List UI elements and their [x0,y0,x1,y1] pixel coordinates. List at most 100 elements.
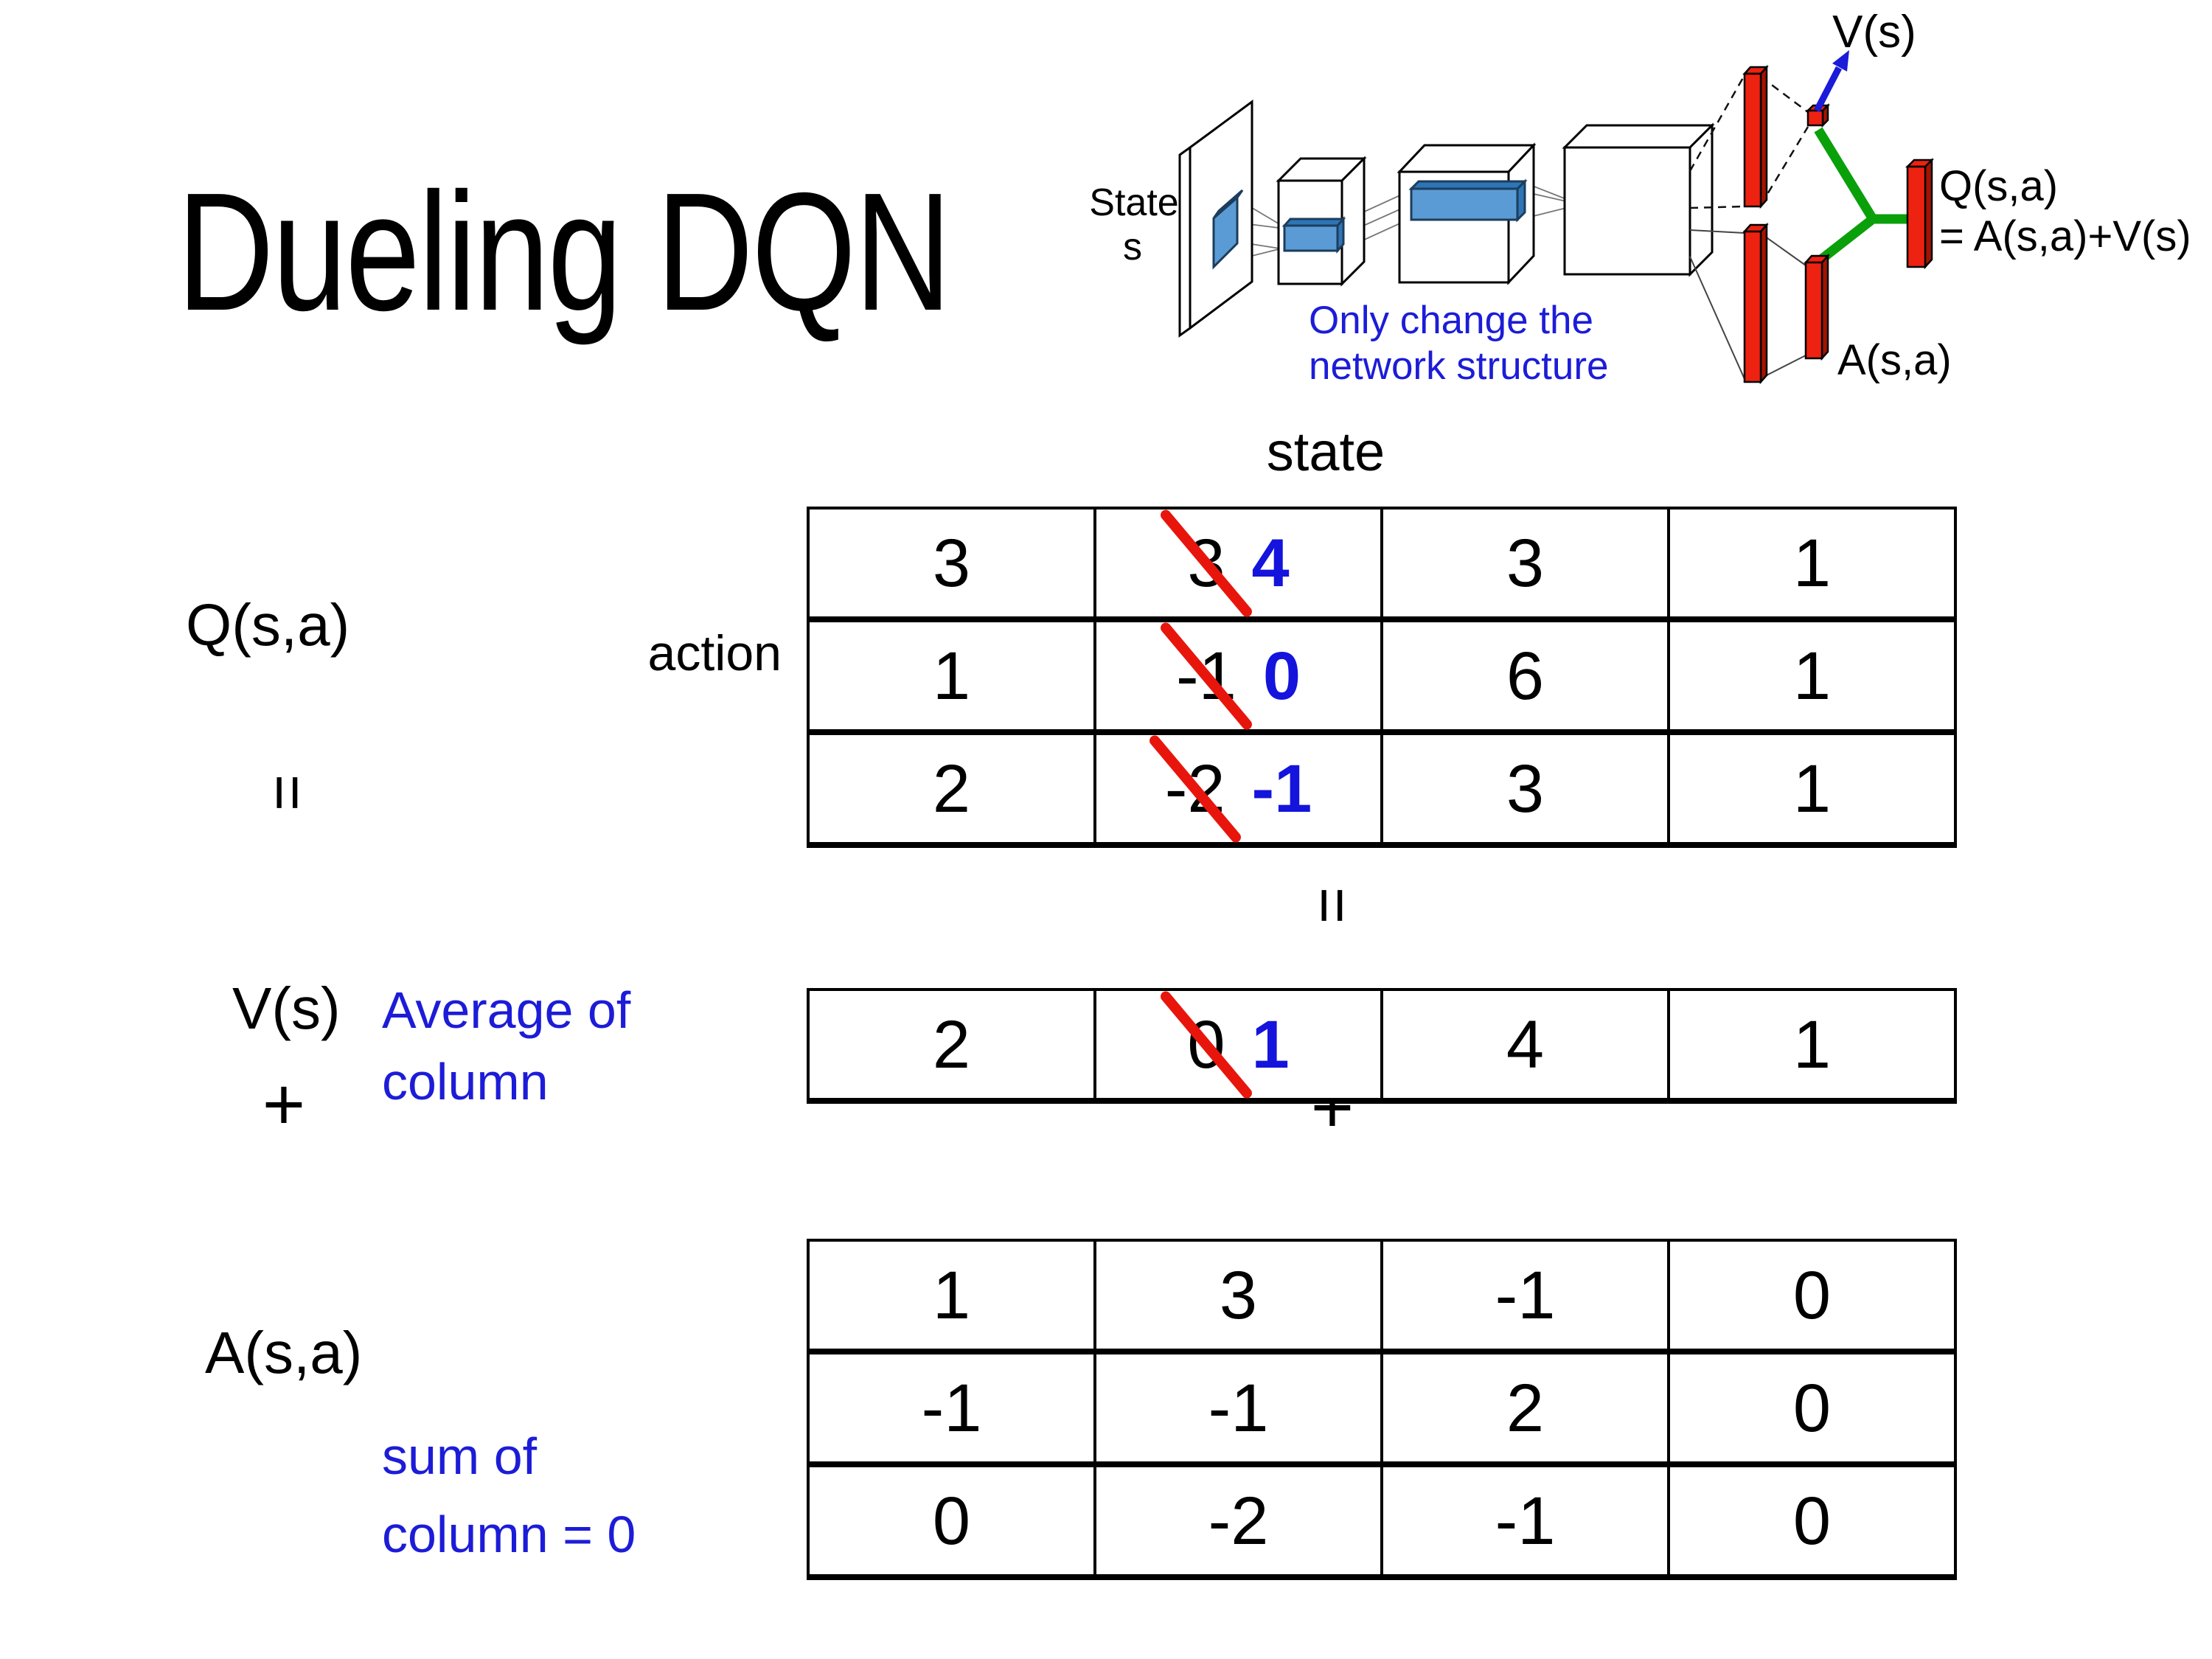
corrected-value: 4 [1251,525,1290,601]
table-cell: 3 [1383,509,1670,616]
table-cell: -1 [1383,1242,1670,1349]
conv3-feature-slab [1408,178,1528,223]
corrected-value: 1 [1251,1006,1290,1082]
table-row: 1 -1 0 6 1 [810,620,1954,735]
q-matrix: 3 3 4 3 1 1 -1 0 6 1 2 -2 -1 3 1 [807,507,1957,848]
table-cell: 1 [1670,509,1954,616]
strike-line [1158,507,1254,619]
rotated-equals-glyph: = [1296,886,1368,925]
struck-cell: -1 0 [1096,620,1383,731]
table-cell: 0 [1670,1467,1954,1574]
diagram-v-label: V(s) [1832,7,1916,58]
cell-value: 6 [1506,638,1545,714]
table-cell: 2 [810,991,1096,1098]
corrected-value: 0 [1262,638,1301,714]
table-cell: 3 [1096,1242,1383,1349]
diagram-q-label-line1: Q(s,a) [1939,162,2058,210]
cell-value: 4 [1506,1006,1545,1082]
diagram-a-label: A(s,a) [1837,336,1952,384]
cell-value: 3 [1506,751,1545,827]
cell-value: -1 [1208,1370,1269,1446]
average-note-line1: Average of [382,981,631,1039]
table-cell: 1 [810,1242,1096,1349]
diagram-note-line2: network structure [1309,344,1608,388]
table-cell: -2 [1096,1467,1383,1574]
rotated-equals-glyph: = [251,773,323,812]
table-row: 0 -2 -1 0 [810,1467,1954,1574]
equation-q-label: Q(s,a) [186,592,350,658]
cell-value: 3 [1506,525,1545,601]
average-note-line2: column [382,1052,549,1110]
sum-note-line1: sum of [382,1427,538,1485]
table-row: -1 -1 2 0 [810,1354,1954,1467]
sum-note-line2: column = 0 [382,1506,636,1564]
table-cell: 1 [1670,735,1954,842]
table-row: 1 3 -1 0 [810,1242,1954,1354]
cell-value: 1 [1792,525,1832,601]
table-cell: 2 [1383,1354,1670,1461]
old-value-group: -2 [1147,733,1243,844]
table-cell: 2 [810,735,1096,842]
q-output-bar [1905,157,1935,270]
cell-value: 3 [932,525,971,601]
table-cell: 1 [1670,622,1954,729]
diagram-state-label-line2: s [1123,226,1142,268]
fc-value-bar [1742,64,1769,209]
diagram-note-line1: Only change the [1309,299,1593,342]
fc-advantage-bar [1742,222,1769,385]
table-row: 2 0 1 4 1 [810,989,1954,1100]
cell-value: 0 [1792,1370,1832,1446]
table-cell: 0 [810,1467,1096,1574]
table-cell: -1 [810,1354,1096,1461]
cell-value: 1 [932,638,971,714]
table-cell: -1 [1096,1354,1383,1461]
cell-value: 0 [932,1483,971,1559]
table-row: 2 -2 -1 3 1 [810,733,1954,844]
struck-cell: -2 -1 [1096,733,1383,844]
cell-value: -1 [1495,1483,1556,1559]
value-arrow-icon [1814,50,1849,113]
diagram-state-label-line1: State [1089,181,1178,224]
advantage-stream-lines [1689,229,1806,380]
value-node [1805,102,1831,128]
matrix-equals-sign: = [1284,874,1380,937]
cell-value: 3 [1219,1257,1258,1333]
table-cell: 3 [810,509,1096,616]
cell-value: 1 [1792,751,1832,827]
average-of-column-note: Average of column [382,975,630,1117]
table-cell: 0 [1670,1354,1954,1461]
cell-value: -2 [1208,1483,1269,1559]
conv1-feature-slab [1212,189,1244,270]
cell-value: 1 [932,1257,971,1333]
old-value-group: 3 [1158,507,1254,619]
cell-value: 1 [1792,1006,1832,1082]
table-cell: 6 [1383,622,1670,729]
action-axis-label: action [647,625,782,681]
cell-value: 0 [1792,1483,1832,1559]
cell-value: -1 [1495,1257,1556,1333]
value-stream-dashed-lines [1688,74,1809,209]
state-axis-label: state [1266,421,1385,482]
table-row: 3 3 4 3 1 [810,507,1954,622]
equation-equals-sign: = [240,761,335,824]
old-value-group: -1 [1158,620,1254,731]
network-diagram: State s Only change the network structur… [1089,7,2191,388]
corrected-value: -1 [1251,751,1312,827]
table-cell: 0 [1670,1242,1954,1349]
strike-line [1158,620,1254,731]
table-cell: 1 [810,622,1096,729]
merge-connector [1812,127,1907,268]
diagram-q-label-line2: = A(s,a)+V(s) [1939,212,2191,260]
conv2-feature-slab [1281,216,1346,254]
sum-of-column-note: sum of column = 0 [382,1417,636,1574]
table-cell: 3 [1383,735,1670,842]
old-value-group: 0 [1158,989,1254,1100]
cell-value: 1 [1792,638,1832,714]
cell-value: 2 [932,751,971,827]
conv-box-4 [1562,122,1715,277]
struck-cell: 3 4 [1096,507,1383,619]
cell-value: 0 [1792,1257,1832,1333]
table-cell: 1 [1670,991,1954,1098]
advantage-output-bar [1804,253,1830,361]
